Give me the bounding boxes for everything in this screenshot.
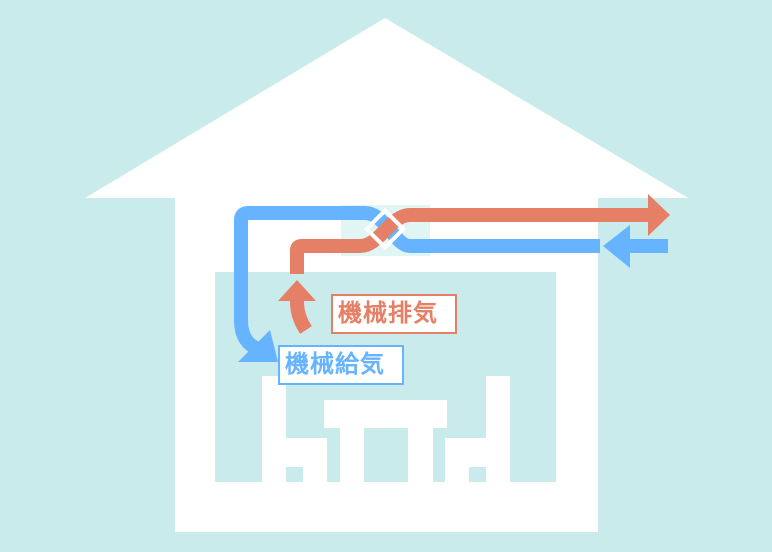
furniture <box>262 376 510 482</box>
exhaust-arrowhead-indoor <box>278 280 316 301</box>
supply-label: 機械給気 <box>278 345 404 385</box>
left-chair <box>262 376 327 482</box>
heat-exchanger-icon <box>363 207 407 251</box>
supply-arrowhead-outside <box>603 225 630 268</box>
right-chair <box>445 376 510 482</box>
exhaust-label: 機械排気 <box>331 294 457 334</box>
supply-air-flow <box>234 206 668 362</box>
exhaust-arrowhead-outside <box>648 194 670 236</box>
exhaust-duct-path <box>290 208 650 274</box>
supply-arrowhead-indoor <box>238 330 278 362</box>
table <box>324 400 447 482</box>
exhaust-air-flow <box>278 194 670 334</box>
house-roof <box>85 18 688 198</box>
supply-duct-path <box>234 206 600 357</box>
